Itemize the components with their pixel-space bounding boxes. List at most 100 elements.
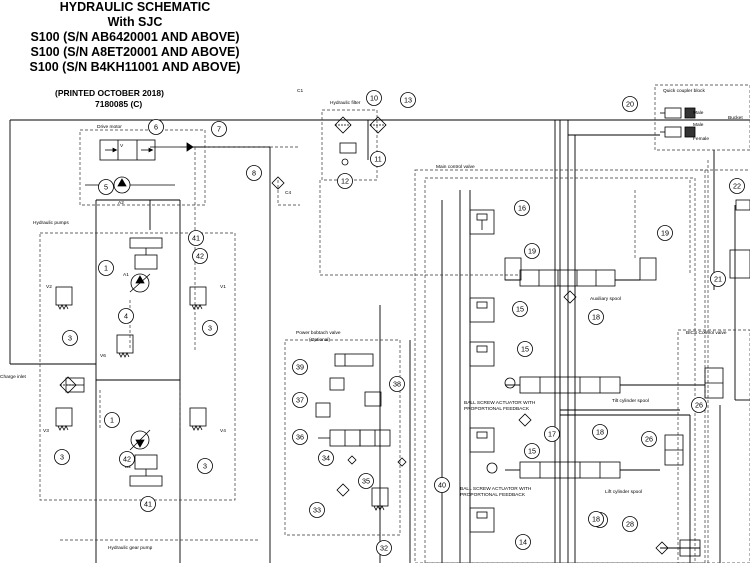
callout-20: 20	[622, 96, 638, 112]
dashed-pilot-lines	[39, 84, 750, 563]
label-v: V	[120, 143, 124, 149]
callout-39: 39	[292, 359, 308, 375]
callout-number: 39	[296, 363, 304, 372]
callout-13: 13	[400, 92, 416, 108]
callout-number: 18	[592, 313, 600, 322]
callout-41: 41	[188, 230, 204, 246]
callout-number: 18	[596, 428, 604, 437]
hydraulic-pumps-group	[55, 237, 207, 487]
callout-number: 40	[438, 481, 446, 490]
label-v1: V1	[220, 284, 226, 290]
callout-number: 1	[110, 416, 114, 425]
label-c4: C4	[285, 190, 291, 196]
main-control-valve-group	[469, 209, 657, 533]
callout-circle	[118, 308, 134, 324]
callout-circle	[104, 412, 120, 428]
callout-circle	[202, 320, 218, 336]
callout-number: 32	[380, 544, 388, 553]
title-block: HYDRAULIC SCHEMATIC With SJC S100 (S/N A…	[0, 0, 270, 75]
label-ball-screw-2a: BALL SCREW ACTUATOR WITH	[460, 486, 532, 492]
callout-10: 10	[366, 90, 382, 106]
label-v2: V2	[46, 284, 52, 290]
label-hydraulic-pumps: Hydraulic pumps	[33, 220, 69, 226]
callout-circle	[710, 271, 726, 287]
callout-34: 34	[318, 450, 334, 466]
title-line-1: HYDRAULIC SCHEMATIC	[59, 0, 211, 14]
callout-circle	[292, 359, 308, 375]
callout-number: 41	[192, 234, 200, 243]
callout-6: 6	[148, 119, 164, 135]
callout-number: 26	[645, 435, 653, 444]
callout-22: 22	[729, 178, 745, 194]
callout-number: 3	[208, 324, 212, 333]
hydraulic-filter-group	[271, 116, 387, 190]
label-male-2: Male	[693, 122, 704, 128]
label-ball-screw-2b: PROPORTIONAL FEEDBACK	[460, 492, 526, 498]
callout-33: 33	[309, 502, 325, 518]
callout-number: 15	[521, 345, 529, 354]
label-bics-control-valve: BICS Control valve	[686, 330, 727, 336]
callout-number: 17	[548, 430, 556, 439]
label-a1: A1	[123, 272, 129, 278]
title-line-3: S100 (S/N AB6420001 AND ABOVE)	[30, 30, 240, 44]
callout-35: 35	[358, 473, 374, 489]
callout-number: 1	[104, 264, 108, 273]
callout-circle	[376, 540, 392, 556]
label-tilt-cylinder-spool: Tilt cylinder spool	[612, 398, 649, 404]
callout-circle	[622, 96, 638, 112]
callout-number: 6	[154, 123, 158, 132]
text-labels: C1 Hydraulic filter Quick coupler block …	[0, 88, 743, 551]
doc-number: 7180085 (C)	[95, 99, 143, 109]
callout-circle	[515, 534, 531, 550]
callout-number: 33	[313, 506, 321, 515]
callout-circle	[148, 119, 164, 135]
label-charge-inlet: Charge inlet	[0, 374, 27, 380]
callout-number: 21	[714, 275, 722, 284]
callout-circle	[119, 451, 135, 467]
callout-number: 16	[518, 204, 526, 213]
callout-circle	[292, 392, 308, 408]
callout-number: 3	[60, 453, 64, 462]
label-ball-screw-1a: BALL SCREW ACTUATOR WITH	[464, 400, 536, 406]
label-v3: V3	[43, 428, 49, 434]
callout-18: 18	[588, 511, 604, 527]
callout-number: 15	[528, 447, 536, 456]
callout-circle	[434, 477, 450, 493]
label-c1: C1	[297, 88, 303, 94]
callout-number: 19	[528, 247, 536, 256]
callout-15: 15	[524, 443, 540, 459]
label-quick-coupler-block: Quick coupler block	[663, 88, 705, 94]
label-auxiliary-spool: Auxiliary spool	[590, 296, 621, 302]
callout-circle	[622, 516, 638, 532]
callout-number: 22	[733, 182, 741, 191]
callout-42: 42	[192, 248, 208, 264]
callout-circle	[524, 243, 540, 259]
label-v4: V4	[220, 428, 226, 434]
charge-filter	[59, 376, 77, 394]
title-line-5: S100 (S/N B4KH11001 AND ABOVE)	[29, 60, 241, 74]
callout-number: 36	[296, 433, 304, 442]
callout-7: 7	[211, 121, 227, 137]
callout-41: 41	[140, 496, 156, 512]
callout-32: 32	[376, 540, 392, 556]
callout-circle	[188, 230, 204, 246]
callout-18: 18	[592, 424, 608, 440]
callout-19: 19	[657, 225, 673, 241]
callout-number: 3	[68, 334, 72, 343]
callout-11: 11	[370, 151, 386, 167]
callout-3: 3	[197, 458, 213, 474]
callout-circle	[246, 165, 262, 181]
callout-number: 41	[144, 500, 152, 509]
callout-36: 36	[292, 429, 308, 445]
callout-number: 42	[123, 455, 131, 464]
callout-number: 42	[196, 252, 204, 261]
callout-circle	[358, 473, 374, 489]
callout-5: 5	[98, 179, 114, 195]
callout-circle	[517, 341, 533, 357]
callout-1: 1	[104, 412, 120, 428]
label-main-control-valve: Main control valve	[436, 164, 475, 170]
callout-number: 19	[661, 229, 669, 238]
callout-19: 19	[524, 243, 540, 259]
callout-number: 8	[252, 169, 256, 178]
